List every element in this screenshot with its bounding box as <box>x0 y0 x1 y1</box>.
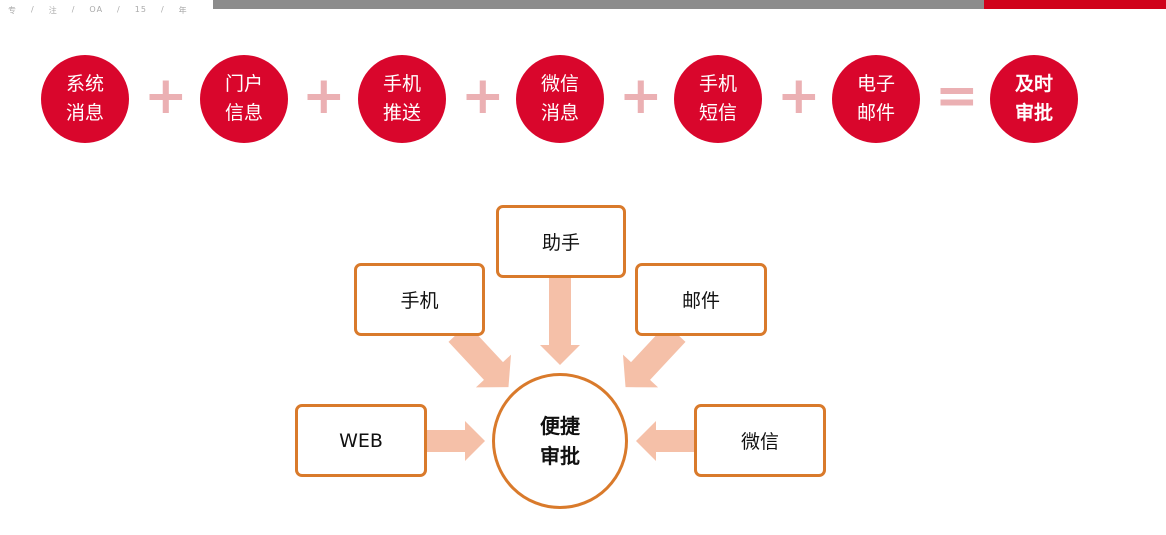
arrow-from-assistant <box>540 278 580 365</box>
box-mobile: 手机 <box>354 263 485 336</box>
crumb-sep: / <box>117 5 121 14</box>
center-convenient-approval: 便捷审批 <box>492 373 628 509</box>
header-bar-red <box>984 0 1166 9</box>
crumb: OA <box>89 5 104 14</box>
channel-sms: 手机短信 <box>674 55 762 143</box>
box-email: 邮件 <box>635 263 767 336</box>
result-timely-approval: 及时审批 <box>990 55 1078 143</box>
label: 消息 <box>540 102 579 124</box>
header-bar-grey <box>213 0 984 9</box>
channel-wechat-message: 微信消息 <box>516 55 604 143</box>
plus-sign: + <box>619 66 663 126</box>
plus-sign: + <box>144 66 188 126</box>
crumb: 注 <box>48 6 58 15</box>
channel-mobile-push: 手机推送 <box>358 55 446 143</box>
arrow-from-email <box>622 324 686 388</box>
crumb-sep: / <box>31 5 35 14</box>
box-wechat: 微信 <box>694 404 826 477</box>
crumb: 15 <box>134 5 147 14</box>
breadcrumb: 专 / 注 / OA / 15 / 年 <box>8 5 188 16</box>
label: 手机 <box>382 73 421 95</box>
label: 微信 <box>540 73 579 95</box>
box-assistant: 助手 <box>496 205 626 278</box>
label: 审批 <box>1014 102 1053 124</box>
label: 邮件 <box>856 102 895 124</box>
label: 审批 <box>540 444 580 468</box>
label: 门户 <box>224 73 263 95</box>
label: 消息 <box>65 102 104 124</box>
crumb: 年 <box>178 6 188 15</box>
arrow-from-wechat <box>636 421 695 461</box>
crumb-sep: / <box>71 5 76 14</box>
label: 推送 <box>382 102 421 124</box>
crumb-sep: / <box>160 5 165 14</box>
label: 手机 <box>698 73 737 95</box>
box-web: WEB <box>295 404 427 477</box>
label: 信息 <box>224 102 263 124</box>
label: 便捷 <box>540 414 580 438</box>
channel-system-message: 系统消息 <box>41 55 129 143</box>
equals-sign: = <box>935 66 979 126</box>
label: 系统 <box>65 73 104 95</box>
channel-email: 电子邮件 <box>832 55 920 143</box>
plus-sign: + <box>302 66 346 126</box>
channel-portal-info: 门户信息 <box>200 55 288 143</box>
plus-sign: + <box>777 66 821 126</box>
arrow-from-mobile <box>448 324 512 388</box>
crumb: 专 <box>8 6 17 15</box>
arrow-from-web <box>427 421 485 461</box>
label: 短信 <box>698 102 737 124</box>
plus-sign: + <box>461 66 505 126</box>
label: 电子 <box>856 73 895 95</box>
label: 及时 <box>1014 73 1053 95</box>
